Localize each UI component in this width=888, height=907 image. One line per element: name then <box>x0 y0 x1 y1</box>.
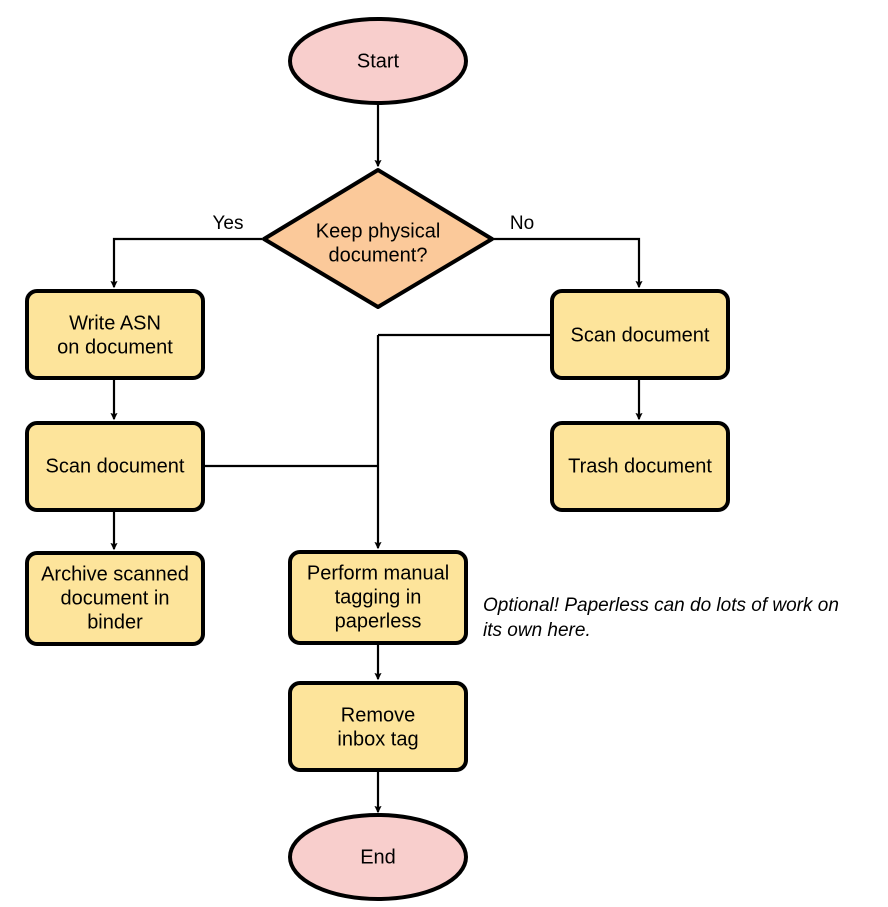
optional-note-line1: Optional! Paperless can do lots of work … <box>483 595 839 616</box>
annotation-optional-note: Optional! Paperless can do lots of work … <box>483 595 839 641</box>
archive-box-shape <box>25 551 205 646</box>
node-decision-keep-physical-document[interactable]: Keep physical document? <box>262 168 494 309</box>
tagging-label-line3: paperless <box>335 610 422 632</box>
node-perform-manual-tagging[interactable]: Perform manual tagging in paperless <box>288 550 468 645</box>
start-ellipse-shape <box>288 17 468 105</box>
remove-inbox-label-line2: inbox tag <box>337 728 418 750</box>
edge-decision-no-to-scan-right <box>493 237 643 289</box>
write-asn-box-shape <box>25 289 205 380</box>
node-scan-document-left[interactable]: Scan document <box>25 421 205 512</box>
decision-label-line2: document? <box>329 244 428 266</box>
node-start[interactable]: Start <box>288 17 468 105</box>
node-archive-scanned-document[interactable]: Archive scanned document in binder <box>25 551 205 646</box>
edge-decision-yes-to-write-asn <box>110 237 262 289</box>
write-asn-label-line1: Write ASN <box>69 312 161 334</box>
end-label: End <box>360 846 396 868</box>
tagging-label-line2: tagging in <box>335 586 422 608</box>
decision-label-line1: Keep physical <box>316 220 441 242</box>
archive-label-line2: document in <box>61 587 170 609</box>
archive-label-line3: binder <box>87 611 143 633</box>
decision-diamond-shape <box>262 168 494 309</box>
write-asn-label-line2: on document <box>57 336 173 358</box>
node-end[interactable]: End <box>288 813 468 901</box>
node-write-asn-on-document[interactable]: Write ASN on document <box>25 289 205 380</box>
scan-right-label: Scan document <box>571 324 710 346</box>
scan-left-box-shape <box>25 421 205 512</box>
optional-note-line2: its own here. <box>483 620 591 641</box>
scan-left-label: Scan document <box>46 455 185 477</box>
remove-inbox-box-shape <box>288 681 468 772</box>
node-remove-inbox-tag[interactable]: Remove inbox tag <box>288 681 468 772</box>
archive-label-line1: Archive scanned <box>41 563 189 585</box>
remove-inbox-label-line1: Remove <box>341 704 415 726</box>
edge-label-yes: Yes <box>213 213 244 234</box>
trash-box-shape <box>550 421 730 512</box>
scan-right-box-shape <box>550 289 730 380</box>
node-scan-document-right[interactable]: Scan document <box>550 289 730 380</box>
tagging-box-shape <box>288 550 468 645</box>
trash-label: Trash document <box>568 455 712 477</box>
node-trash-document[interactable]: Trash document <box>550 421 730 512</box>
end-ellipse-shape <box>288 813 468 901</box>
edge-label-no: No <box>510 213 534 234</box>
tagging-label-line1: Perform manual <box>307 562 449 584</box>
start-label: Start <box>357 50 400 72</box>
